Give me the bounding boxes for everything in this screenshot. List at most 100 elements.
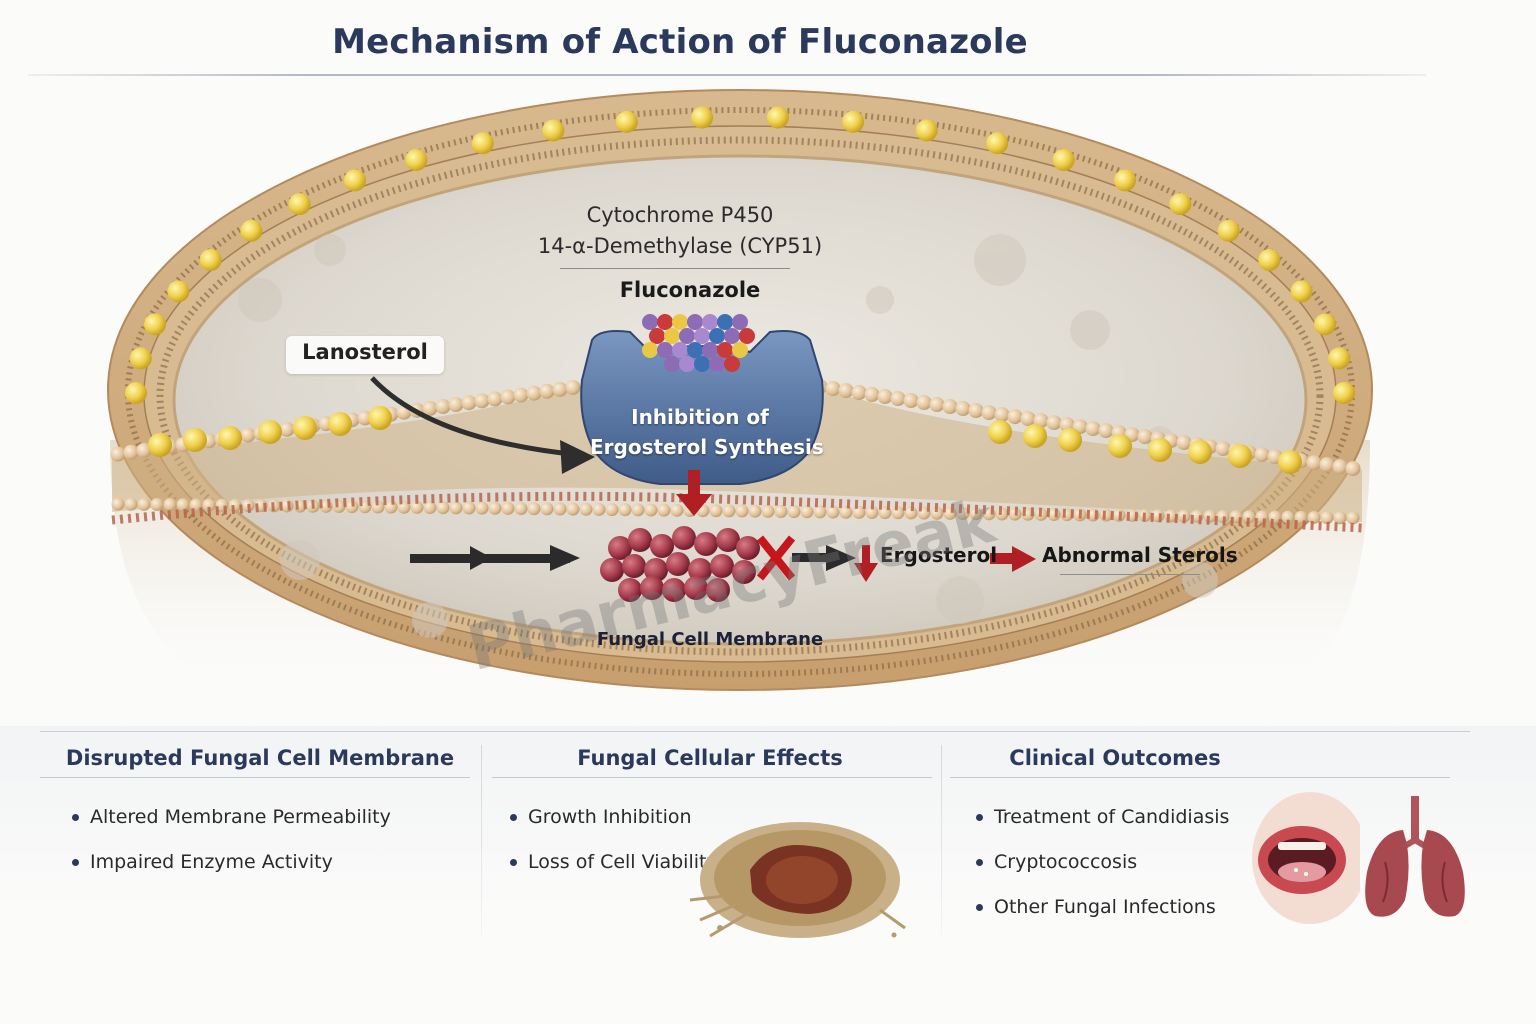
ergosterol-precursor: [684, 576, 708, 600]
sterol-molecule: [199, 249, 222, 272]
lipid-head: [176, 498, 190, 512]
fluconazole-molecule: [642, 314, 755, 372]
lipid-head: [761, 504, 775, 518]
damaged-fungal-cell-icon: [689, 822, 906, 938]
lipid-head: [202, 498, 216, 512]
panel-cellular: Fungal Cellular Effects Growth Inhibitio…: [492, 732, 932, 944]
drug-label: Fluconazole: [619, 278, 761, 302]
lipid-head: [487, 391, 503, 407]
lungs-icon: [1365, 796, 1465, 917]
drug-atom: [724, 356, 740, 372]
panel-title-underline: [492, 777, 932, 778]
sterol-molecule: [1169, 193, 1192, 216]
lipid-head: [748, 504, 762, 518]
lipid-head: [644, 503, 658, 517]
sterol-molecule: [1328, 347, 1351, 370]
lipid-head: [631, 503, 645, 517]
lipid-head: [1098, 423, 1114, 439]
lipid-head: [448, 397, 464, 413]
list-item: Impaired Enzyme Activity: [70, 847, 391, 892]
lipid-head: [1085, 421, 1101, 437]
sterol-molecule: [915, 119, 938, 142]
lipid-head: [150, 498, 164, 512]
lipid-head: [981, 405, 997, 421]
sterol-molecule: [148, 433, 172, 457]
inhibition-label: Inhibition of Ergosterol Synthesis: [590, 405, 824, 459]
lipid-head: [865, 506, 879, 520]
lipid-head: [838, 383, 854, 399]
lipid-head: [189, 498, 203, 512]
lipid-head: [1346, 511, 1360, 525]
lipid-head: [565, 379, 581, 395]
panel-title-underline: [40, 777, 470, 778]
decrease-arrow-icon: [854, 563, 878, 582]
drug-atom: [687, 342, 703, 358]
drug-atom: [717, 342, 733, 358]
ergosterol-precursor: [608, 536, 632, 560]
sterol-molecule: [1023, 424, 1047, 448]
lipid-head: [877, 389, 893, 405]
lipid-head: [423, 501, 437, 515]
lipid-head: [435, 399, 451, 415]
ergosterol-cluster: [600, 526, 760, 602]
lipid-head: [930, 506, 944, 520]
sterol-molecule: [343, 169, 366, 192]
drug-atom: [649, 328, 665, 344]
drug-atom: [739, 328, 755, 344]
panel-membrane: Disrupted Fungal Cell Membrane Altered M…: [40, 732, 470, 944]
list-item: Growth Inhibition: [508, 802, 718, 847]
vesicle: [238, 278, 282, 322]
blocked-x-icon: [756, 535, 796, 581]
drug-atom: [732, 342, 748, 358]
result-underline: [1060, 574, 1200, 575]
lipid-head: [527, 502, 541, 516]
vesicle: [314, 234, 346, 266]
ergosterol-precursor: [716, 528, 740, 552]
lipid-head: [566, 502, 580, 516]
lipid-head: [1215, 441, 1231, 457]
location-label: Fungal Cell Membrane: [596, 629, 824, 650]
sterol-molecule: [1114, 169, 1137, 192]
lipid-head: [709, 504, 723, 518]
result-label: Abnormal Sterols: [1042, 543, 1238, 567]
panel-title: Disrupted Fungal Cell Membrane: [65, 746, 455, 770]
lipid-head: [371, 500, 385, 514]
lipid-head: [1242, 510, 1256, 524]
enzyme-label: Cytochrome P450 14-α-Demethylase (CYP51): [537, 203, 823, 258]
lipid-head: [1332, 459, 1348, 475]
list-item: Treatment of Candidiasis: [974, 802, 1229, 847]
ergosterol-precursor: [640, 576, 664, 600]
drug-atom: [657, 342, 673, 358]
lipid-head: [852, 505, 866, 519]
lipid-head: [461, 395, 477, 411]
vesicle: [974, 234, 1026, 286]
substrate-label: Lanosterol: [302, 340, 428, 364]
lipid-head: [839, 505, 853, 519]
lipid-head: [592, 502, 606, 516]
lipid-head: [1307, 510, 1321, 524]
lipid-head: [345, 500, 359, 514]
sterol-molecule: [368, 406, 392, 430]
lipid-head: [942, 399, 958, 415]
ergosterol-precursor: [618, 578, 642, 602]
lipid-head: [526, 385, 542, 401]
lipid-head: [111, 497, 125, 511]
vesicle: [1070, 310, 1110, 350]
lipid-head: [904, 506, 918, 520]
lipid-head: [110, 446, 126, 462]
lipid-head: [474, 393, 490, 409]
lipid-head: [968, 403, 984, 419]
lipid-head: [540, 502, 554, 516]
right-arrow-icon: [1012, 546, 1036, 572]
list-item: Altered Membrane Permeability: [70, 802, 391, 847]
ergosterol-precursor: [600, 558, 624, 582]
lipid-head: [410, 500, 424, 514]
sterol-molecule: [691, 106, 714, 129]
sterol-molecule: [293, 416, 317, 440]
lipid-head: [124, 497, 138, 511]
ergosterol-precursor: [694, 532, 718, 556]
ergosterol-precursor: [736, 536, 760, 560]
lipid-head: [670, 503, 684, 517]
lipid-head: [916, 395, 932, 411]
drug-atom: [687, 314, 703, 330]
